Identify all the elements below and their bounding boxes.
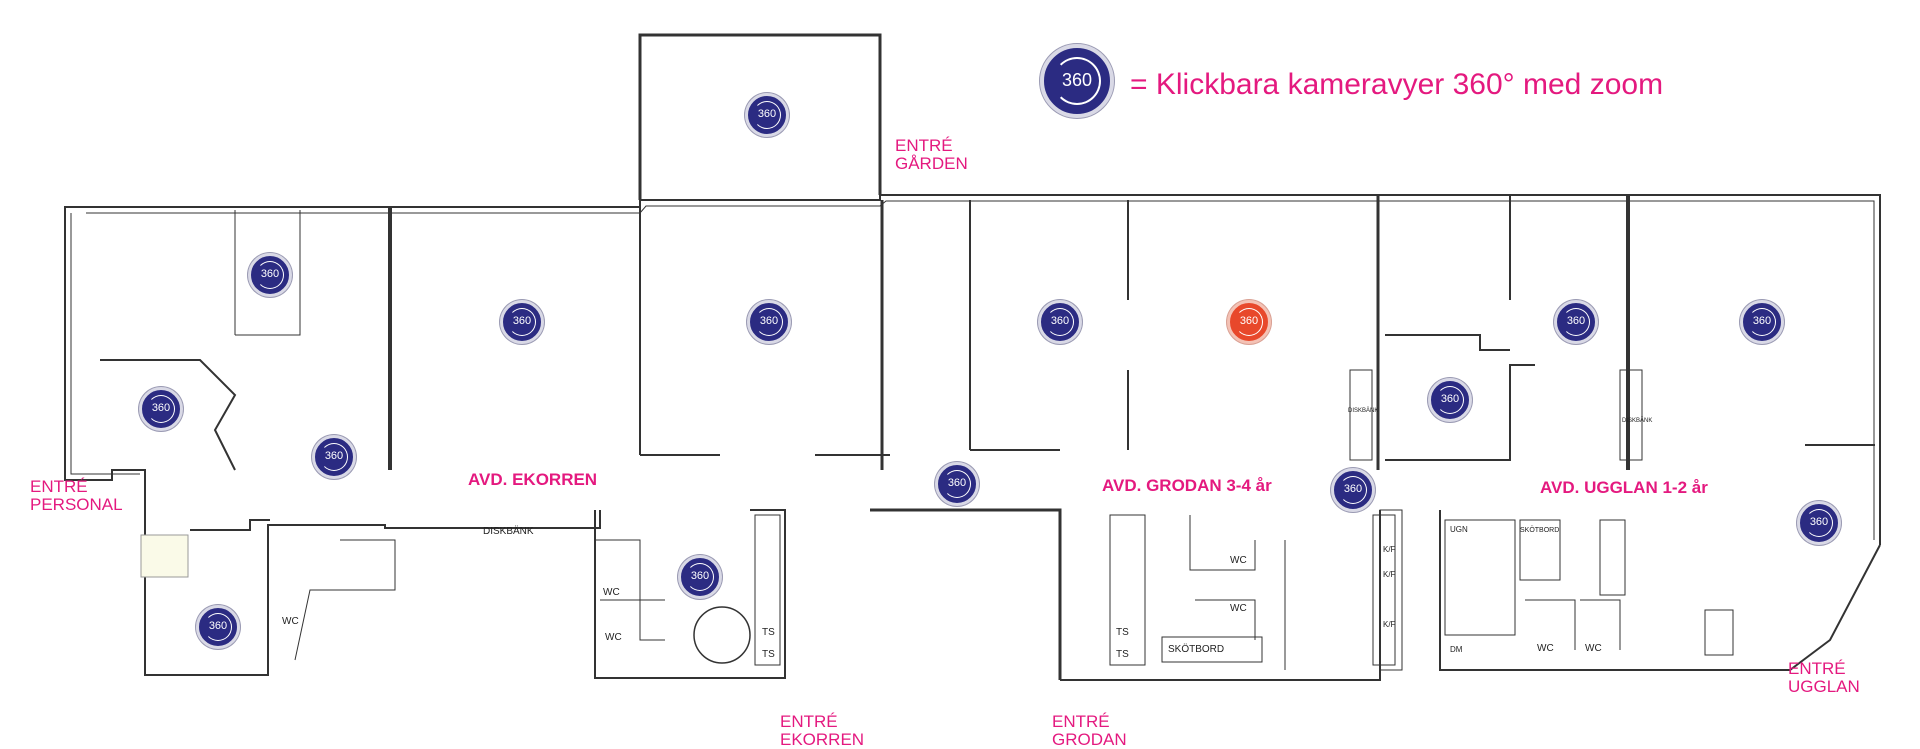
rotate-icon xyxy=(256,261,284,289)
room-label-skotbord: SKÖTBORD xyxy=(1520,527,1560,534)
rotate-icon xyxy=(753,101,781,129)
room-label-wc: WC xyxy=(603,587,620,598)
room-label-kf: K/F xyxy=(1383,570,1396,579)
camera-360-button[interactable]: 360 xyxy=(678,555,722,599)
rotate-icon xyxy=(1562,308,1590,336)
camera-360-button[interactable]: 360 xyxy=(312,435,356,479)
rotate-icon xyxy=(508,308,536,336)
left-wing-wall-inner xyxy=(70,213,140,475)
camera-label: 360 xyxy=(759,315,779,327)
bottom-wall-middle xyxy=(870,508,1062,680)
camera-360-button[interactable]: 360 xyxy=(1797,501,1841,545)
camera-label: 360 xyxy=(1343,483,1363,495)
camera-360-button[interactable]: 360 xyxy=(1428,378,1472,422)
camera-label: 360 xyxy=(1566,315,1586,327)
room-label-wc: WC xyxy=(1537,643,1554,654)
room-label-ts: TS xyxy=(1116,627,1129,638)
camera-label: 360 xyxy=(1752,315,1772,327)
camera-label: 360 xyxy=(757,108,777,120)
garden-room xyxy=(638,33,882,200)
camera-360-button[interactable]: 360 xyxy=(500,300,544,344)
camera-360-button[interactable]: 360 xyxy=(1740,300,1784,344)
room-label-ts: TS xyxy=(762,627,775,638)
entrance-personal-label: ENTRÉ PERSONAL xyxy=(30,477,123,514)
camera-label: 360 xyxy=(151,402,171,414)
camera-360-button[interactable]: 360 xyxy=(248,253,292,297)
camera-label: 360 xyxy=(208,620,228,632)
entrance-ekorren-label: ENTRÉ EKORREN xyxy=(780,712,865,749)
rotate-icon xyxy=(204,613,232,641)
camera-360-button-active[interactable]: 360 xyxy=(1227,300,1271,344)
camera-360-button[interactable]: 360 xyxy=(745,93,789,137)
rotate-icon xyxy=(943,470,971,498)
camera-label: 360 xyxy=(1050,315,1070,327)
entrance-ugglan-label: ENTRÉ UGGLAN xyxy=(1788,659,1860,696)
camera-360-button[interactable]: 360 xyxy=(935,462,979,506)
camera-360-button[interactable]: 360 xyxy=(1554,300,1598,344)
room-label-diskbank: DISKBÄNK xyxy=(1622,418,1653,424)
legend-camera-icon: 360 xyxy=(1040,44,1114,118)
room-label-wc: WC xyxy=(1230,555,1247,566)
rotate-icon xyxy=(147,395,175,423)
room-label-wc: WC xyxy=(1585,643,1602,654)
left-wing-wall xyxy=(64,206,601,676)
camera-label: 360 xyxy=(947,477,967,489)
camera-label: 360 xyxy=(1440,393,1460,405)
camera-label: 360 xyxy=(260,268,280,280)
bottom-wall-ekorren xyxy=(594,509,786,679)
department-grodan-label: AVD. GRODAN 3-4 år xyxy=(1102,476,1272,495)
room-label-ts: TS xyxy=(762,649,775,660)
room-label-wc: WC xyxy=(605,632,622,643)
rotate-icon xyxy=(755,308,783,336)
camera-label: 360 xyxy=(1809,516,1829,528)
room-label-ts: TS xyxy=(1116,649,1129,660)
room-label-ugn: UGN xyxy=(1450,525,1468,534)
room-label-diskbank: DISKBÄNK xyxy=(1348,408,1379,414)
camera-360-button[interactable]: 360 xyxy=(1331,468,1375,512)
camera-360-button[interactable]: 360 xyxy=(196,605,240,649)
room-label-wc: WC xyxy=(1230,603,1247,614)
bottom-wall-ugglan xyxy=(1439,510,1881,671)
legend-text: = Klickbara kameravyer 360° med zoom xyxy=(1130,68,1664,101)
rotate-icon xyxy=(1046,308,1074,336)
department-ugglan-label: AVD. UGGLAN 1-2 år xyxy=(1540,478,1708,497)
rotate-icon xyxy=(1053,57,1101,105)
rotate-icon xyxy=(1436,386,1464,414)
camera-360-button[interactable]: 360 xyxy=(747,300,791,344)
room-label-kf: K/F xyxy=(1383,545,1396,554)
room-label-dm: DM xyxy=(1450,645,1463,654)
rotate-icon xyxy=(686,563,714,591)
rotate-icon xyxy=(1339,476,1367,504)
room-label-diskbank: DISKBÄNK xyxy=(483,526,534,537)
entrance-grodan-label: ENTRÉ GRODAN xyxy=(1052,712,1127,749)
camera-label: 360 xyxy=(690,570,710,582)
camera-label: 360 xyxy=(324,450,344,462)
room-label-kf: K/F xyxy=(1383,620,1396,629)
camera-label: 360 xyxy=(512,315,532,327)
camera-360-button[interactable]: 360 xyxy=(1038,300,1082,344)
rotate-icon xyxy=(320,443,348,471)
department-ekorren-label: AVD. EKORREN xyxy=(468,470,598,489)
entrance-garden-label: ENTRÉ GÅRDEN xyxy=(895,136,968,173)
camera-360-button[interactable]: 360 xyxy=(139,387,183,431)
camera-label: 360 xyxy=(1239,315,1259,327)
legend-camera-icon-text: 360 xyxy=(1061,70,1093,90)
rotate-icon xyxy=(1235,308,1263,336)
room-label-skotbord: SKÖTBORD xyxy=(1168,644,1225,655)
rotate-icon xyxy=(1748,308,1776,336)
rotate-icon xyxy=(1805,509,1833,537)
room-label-wc: WC xyxy=(282,616,299,627)
